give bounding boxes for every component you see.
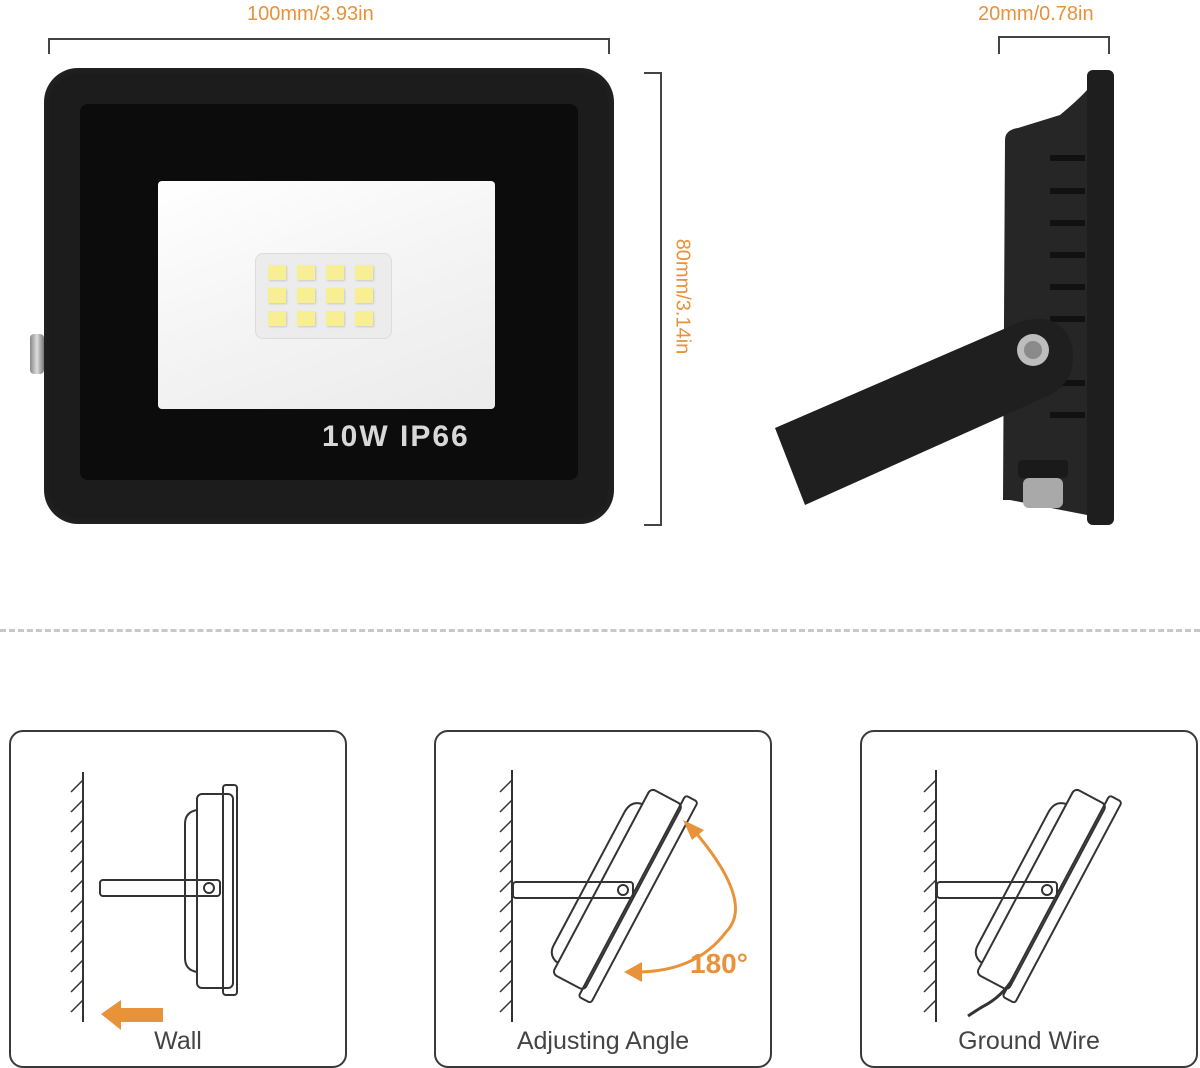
install-card-adjusting-angle: 180° Adjusting Angle <box>434 730 772 1068</box>
floodlight-side-view <box>775 70 1114 525</box>
led-chip <box>268 311 286 326</box>
install-card-wall: Wall <box>9 730 347 1068</box>
depth-dimension-bracket <box>998 36 1110 54</box>
angle-adjust-diagram <box>499 770 737 1022</box>
angle-label: 180° <box>690 948 748 979</box>
depth-dimension-label: 20mm/0.78in <box>978 3 1094 25</box>
led-chip <box>326 311 344 326</box>
height-dimension-label: 80mm/3.14in <box>671 238 694 355</box>
led-chip <box>326 288 344 303</box>
led-chip <box>268 288 286 303</box>
led-board <box>255 253 392 339</box>
led-chip <box>355 311 373 326</box>
wall-mount-diagram <box>70 772 238 1030</box>
led-grid <box>268 265 375 329</box>
ground-wire-diagram <box>923 770 1122 1022</box>
wattage-ip-badge: 10W IP66 <box>322 420 470 453</box>
led-chip <box>297 265 315 280</box>
section-divider <box>0 629 1200 632</box>
install-card-ground-wire: Ground Wire <box>860 730 1198 1068</box>
install-label-ground-wire: Ground Wire <box>958 1027 1100 1055</box>
led-chip <box>355 265 373 280</box>
install-label-adjusting-angle: Adjusting Angle <box>516 1027 690 1055</box>
side-screw <box>30 334 44 374</box>
led-chip <box>268 265 286 280</box>
led-chip <box>297 288 315 303</box>
install-label-wall: Wall <box>154 1027 202 1055</box>
led-chip <box>297 311 315 326</box>
height-dimension-bracket <box>644 72 662 526</box>
width-dimension-label: 100mm/3.93in <box>247 3 374 25</box>
led-chip <box>355 288 373 303</box>
width-dimension-bracket <box>48 38 610 54</box>
led-chip <box>326 265 344 280</box>
